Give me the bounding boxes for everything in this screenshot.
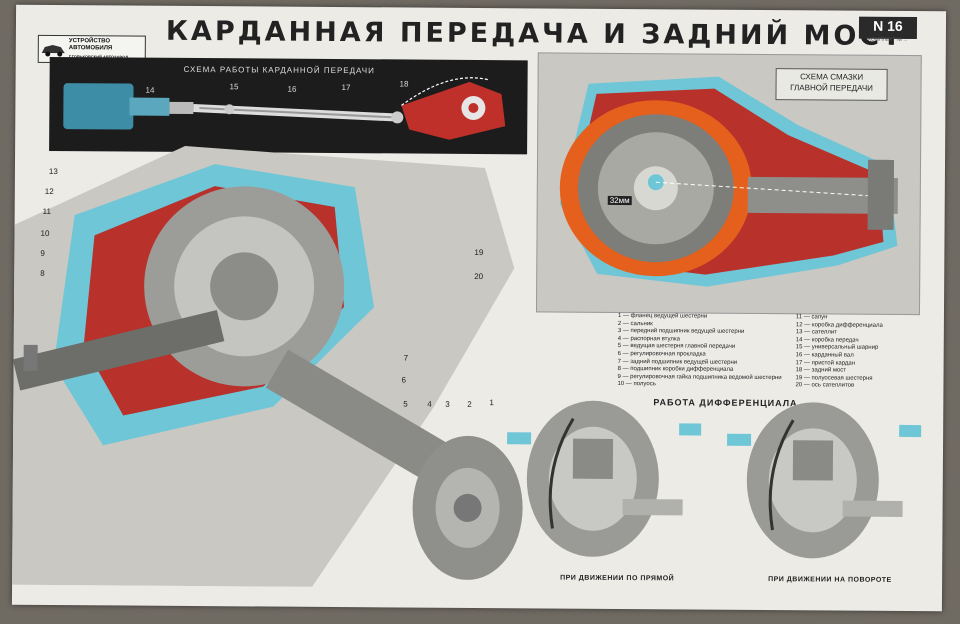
driveline-scheme-panel: СХЕМА РАБОТЫ КАРДАННОЙ ПЕРЕДАЧИ 14 15 16… xyxy=(49,56,528,155)
driveline-scheme-drawing xyxy=(63,77,506,140)
differential-drawings xyxy=(507,400,922,559)
differential-turning-drawing xyxy=(727,402,922,559)
differential-straight-caption: ПРИ ДВИЖЕНИИ ПО ПРЯМОЙ xyxy=(560,574,675,583)
lubrication-scheme-drawing xyxy=(559,76,898,287)
differential-straight-drawing xyxy=(507,400,702,557)
series-logo: УСТРОЙСТВО АВТОМОБИЛЯ Г.ГОРЬКОВСКИЙ АВТО… xyxy=(37,34,146,64)
rear-axle-cutaway xyxy=(12,145,523,587)
lubrication-scheme-panel: 32мм xyxy=(535,52,922,316)
differential-turning-caption: ПРИ ДВИЖЕНИИ НА ПОВОРОТЕ xyxy=(768,576,892,584)
poster-sheet: УСТРОЙСТВО АВТОМОБИЛЯ Г.ГОРЬКОВСКИЙ АВТО… xyxy=(11,4,947,612)
car-icon xyxy=(41,45,65,57)
